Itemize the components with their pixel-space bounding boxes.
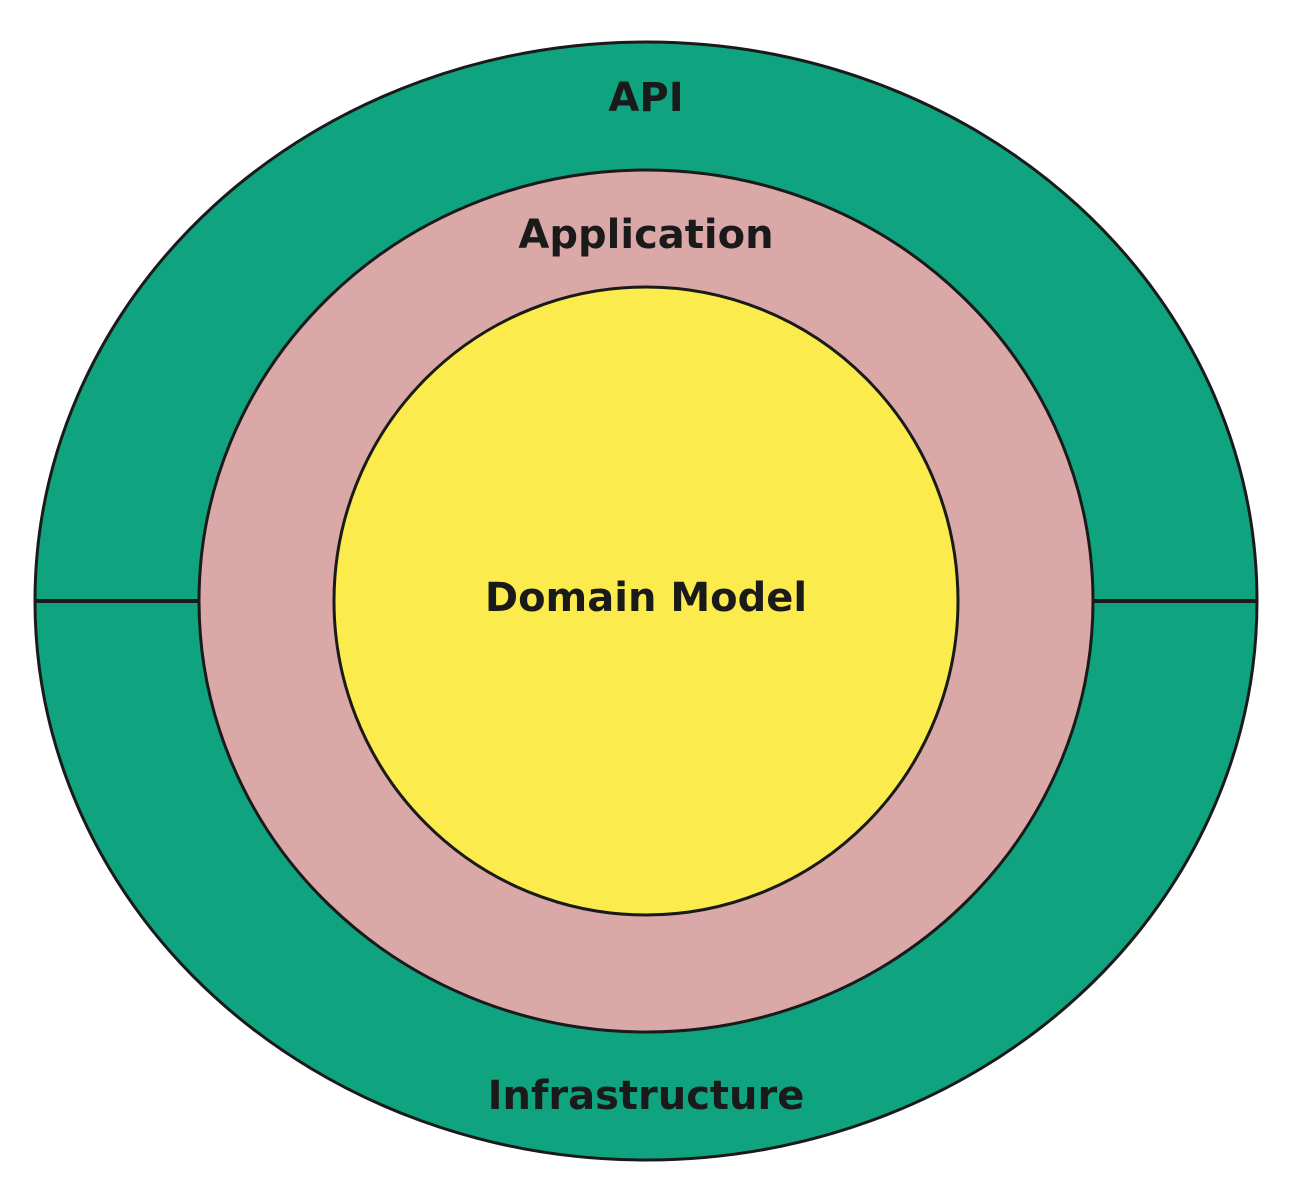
layer-label-domain-model: Domain Model xyxy=(485,575,807,621)
layer-label-application: Application xyxy=(518,212,773,258)
ring-domain-model[interactable] xyxy=(332,285,960,917)
layer-label-infrastructure: Infrastructure xyxy=(488,1073,805,1119)
layer-label-api: API xyxy=(608,75,683,121)
